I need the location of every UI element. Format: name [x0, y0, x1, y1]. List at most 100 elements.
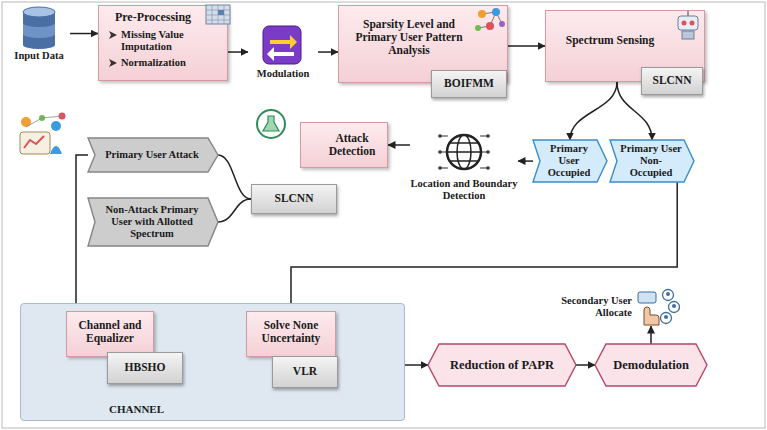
text-row: Sparsity Level and Primary User Pattern …	[345, 18, 473, 58]
bullet-marker	[109, 30, 118, 40]
grid-lines	[206, 5, 230, 24]
node-label: Primary User Attack	[105, 149, 199, 161]
circuit-lines	[440, 136, 488, 168]
text-row: Non-Attack Primary User with Allotted Sp…	[97, 204, 207, 240]
arrow-left	[267, 47, 294, 61]
node-label: Primary User Non-Occupied	[619, 143, 683, 179]
cylinder-band	[23, 30, 55, 38]
person-body	[50, 146, 62, 154]
location-step: Location and Boundary Detection	[410, 126, 518, 202]
process-box: SLCNNAttack Detection	[300, 122, 388, 168]
secondary-user: Secondary User Allocate	[556, 288, 680, 326]
flow-arrow	[650, 326, 652, 344]
globe-icon	[436, 126, 492, 178]
node-label: BOIFMM	[444, 77, 494, 90]
node-label: Pre-Processing	[115, 11, 191, 25]
process-box: SLCNNSpectrum Sensing	[545, 10, 705, 82]
flow-arrow	[218, 155, 251, 199]
node-label: VLR	[293, 365, 317, 378]
text-row: SLCNN	[653, 74, 692, 87]
grid-cell	[218, 10, 224, 15]
modulation-step: Modulation	[248, 24, 318, 80]
robot-icon	[678, 11, 698, 39]
text-row: Demodulation	[613, 358, 689, 372]
text-row: Input Data	[14, 50, 63, 62]
flow-arrow	[70, 33, 98, 35]
database-icon	[19, 4, 59, 50]
alert-dot	[39, 115, 45, 121]
text-row: Channel and Equalizer	[73, 319, 147, 345]
flow-arrow	[291, 182, 677, 311]
node-label: Attack Detection	[323, 132, 381, 158]
flow-arrow	[318, 51, 338, 53]
bullet-marker	[109, 58, 118, 68]
text-row: Primary User Attack	[105, 149, 199, 161]
screen	[20, 132, 50, 154]
process-box: HBSHOChannel and Equalizer	[66, 311, 154, 357]
text-row: Reduction of PAPR	[450, 358, 554, 372]
outline	[533, 140, 607, 182]
text-row: SLCNN	[275, 192, 314, 205]
process-hexagon: Reduction of PAPR	[428, 344, 576, 386]
text-row: Primary User Non-Occupied	[619, 143, 683, 179]
process-box: Pre-ProcessingMissing Value ImputationNo…	[98, 5, 228, 81]
parallels	[447, 143, 481, 161]
icon-tile	[263, 26, 301, 64]
state-tag: Primary User Non-Occupied	[610, 140, 694, 182]
link-lines	[26, 116, 62, 127]
outline	[88, 138, 218, 172]
globe	[447, 135, 481, 169]
outcome-tag: Primary User Attack	[88, 138, 218, 172]
node-label: Reduction of PAPR	[450, 358, 554, 372]
bullet-text: Missing Value Imputation	[121, 29, 201, 53]
outline	[610, 140, 694, 182]
flow-arrow	[218, 199, 251, 222]
pointing-hand	[644, 307, 659, 325]
network-links	[478, 12, 502, 28]
circuit-dot	[438, 166, 442, 170]
robot-antenna	[687, 11, 689, 16]
method-tag: SLCNN	[251, 184, 337, 214]
circuit-dot	[486, 134, 490, 138]
flow-arrow	[76, 155, 88, 311]
process-hexagon: Demodulation	[595, 344, 707, 386]
state-tag: Primary User Occupied	[533, 140, 607, 182]
outline	[88, 198, 218, 246]
dataset-icon	[206, 5, 230, 24]
robot-eye	[682, 21, 687, 26]
person-dot	[478, 10, 486, 18]
text-row: Primary User Occupied	[542, 143, 596, 179]
channel-group: HBSHOChannel and EqualizerVLRSolve None …	[20, 303, 405, 421]
flow-arrow	[228, 51, 248, 53]
text-row: BOIFMM	[444, 77, 494, 90]
node-label: Primary User Occupied	[542, 143, 596, 179]
text-row: Solve None Uncertainty	[253, 319, 329, 345]
method-tag: HBSHO	[107, 352, 183, 384]
node-label: Input Data	[14, 50, 63, 62]
alert-dot	[59, 113, 66, 120]
card	[638, 292, 656, 303]
person-ring	[661, 313, 672, 324]
cylinder-top	[23, 7, 55, 17]
person-ring	[663, 290, 674, 301]
text-row: Location and Boundary Detection	[410, 178, 518, 202]
attack-detection-icon	[257, 110, 285, 138]
person-dot	[492, 8, 500, 16]
circuit-dot	[486, 150, 490, 154]
bullet-arrow	[109, 31, 117, 39]
method-tag: VLR	[272, 356, 338, 388]
person-head	[666, 292, 670, 296]
arrow-right	[270, 35, 297, 49]
text-row: Pre-Processing	[105, 11, 201, 25]
robot-eye	[690, 21, 695, 26]
text-row: Attack Detection	[323, 132, 381, 158]
node-label: Non-Attack Primary User with Allotted Sp…	[97, 204, 207, 240]
network-people-icon	[475, 8, 505, 31]
node-label: Modulation	[257, 68, 310, 80]
circuit-dot	[438, 150, 442, 154]
node-label: CHANNEL	[109, 403, 164, 416]
flow-arrow	[518, 160, 533, 162]
process-box: VLRSolve None Uncertainty	[246, 311, 336, 357]
